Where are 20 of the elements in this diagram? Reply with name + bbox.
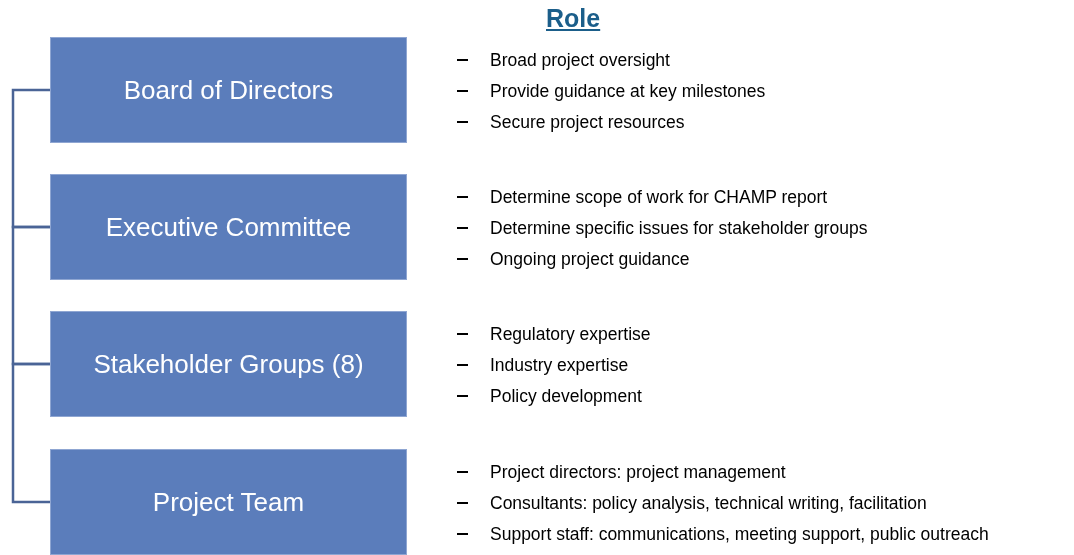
role-item: Determine scope of work for CHAMP report	[490, 185, 828, 209]
role-item: Provide guidance at key milestones	[490, 79, 766, 103]
role-item: Support staff: communications, meeting support, public outreach	[490, 522, 989, 546]
role-item: Determine specific issues for stakeholder groups	[490, 216, 868, 240]
role-box: Executive Committee	[50, 174, 407, 280]
role-box: Project Team	[50, 449, 407, 555]
role-item: Policy development	[490, 384, 642, 408]
role-item: Consultants: policy analysis, technical writing, facilitation	[490, 491, 927, 515]
role-item: Ongoing project guidance	[490, 247, 690, 271]
bracket-connector	[11, 88, 50, 229]
column-heading: Role	[546, 3, 601, 33]
role-box: Stakeholder Groups (8)	[50, 311, 407, 417]
role-item: Industry expertise	[490, 353, 629, 377]
role-item: Secure project resources	[490, 110, 685, 134]
bracket-connector	[11, 225, 50, 366]
bracket-connector	[11, 362, 50, 504]
role-box: Board of Directors	[50, 37, 407, 143]
role-item: Project directors: project management	[490, 460, 786, 484]
role-item: Regulatory expertise	[490, 322, 651, 346]
role-item: Broad project oversight	[490, 48, 670, 72]
